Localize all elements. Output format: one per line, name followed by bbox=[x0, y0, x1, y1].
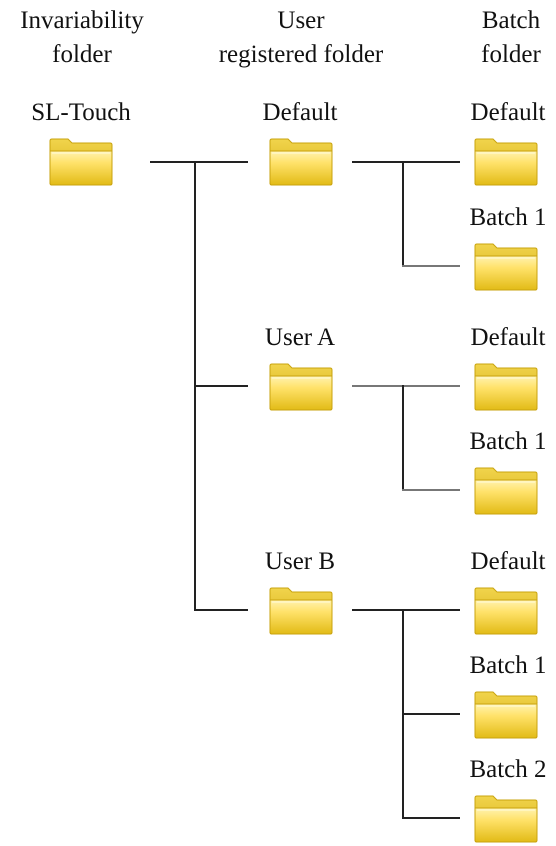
batch-folder-label: Default bbox=[470, 548, 546, 575]
connector-line bbox=[402, 161, 404, 266]
header-user-registered-folder: User registered folder bbox=[218, 7, 384, 68]
connector-line bbox=[194, 385, 248, 387]
connector-line bbox=[402, 817, 460, 819]
folder-icon[interactable] bbox=[473, 137, 539, 187]
folder-icon[interactable] bbox=[473, 690, 539, 740]
user-folder-label-default: Default bbox=[262, 99, 338, 126]
folder-icon[interactable] bbox=[473, 242, 539, 292]
connector-line bbox=[402, 489, 460, 491]
batch-folder-label: Batch 1 bbox=[469, 428, 547, 455]
connector-line bbox=[352, 385, 460, 387]
batch-folder-label: Batch 1 bbox=[469, 204, 547, 231]
folder-icon[interactable] bbox=[48, 137, 114, 187]
header-batch-folder: Batch folder bbox=[481, 7, 541, 68]
folder-icon[interactable] bbox=[268, 362, 334, 412]
connector-line bbox=[402, 713, 460, 715]
batch-folder-label: Batch 1 bbox=[469, 652, 547, 679]
folder-icon[interactable] bbox=[473, 586, 539, 636]
connector-line bbox=[194, 609, 248, 611]
folder-icon[interactable] bbox=[473, 794, 539, 844]
header-invariability-folder: Invariability folder bbox=[20, 7, 144, 68]
connector-line bbox=[352, 161, 460, 163]
folder-icon[interactable] bbox=[473, 362, 539, 412]
connector-line bbox=[352, 609, 460, 611]
folder-icon[interactable] bbox=[268, 586, 334, 636]
folder-icon[interactable] bbox=[473, 466, 539, 516]
connector-line bbox=[402, 385, 404, 490]
batch-folder-label: Default bbox=[470, 99, 546, 126]
connector-line bbox=[150, 161, 248, 163]
connector-line bbox=[402, 265, 460, 267]
root-folder-label: SL-Touch bbox=[31, 99, 131, 126]
batch-folder-label: Batch 2 bbox=[469, 756, 547, 783]
folder-icon[interactable] bbox=[268, 137, 334, 187]
user-folder-label-user-b: User B bbox=[264, 548, 336, 575]
batch-folder-label: Default bbox=[470, 324, 546, 351]
user-folder-label-user-a: User A bbox=[264, 324, 336, 351]
